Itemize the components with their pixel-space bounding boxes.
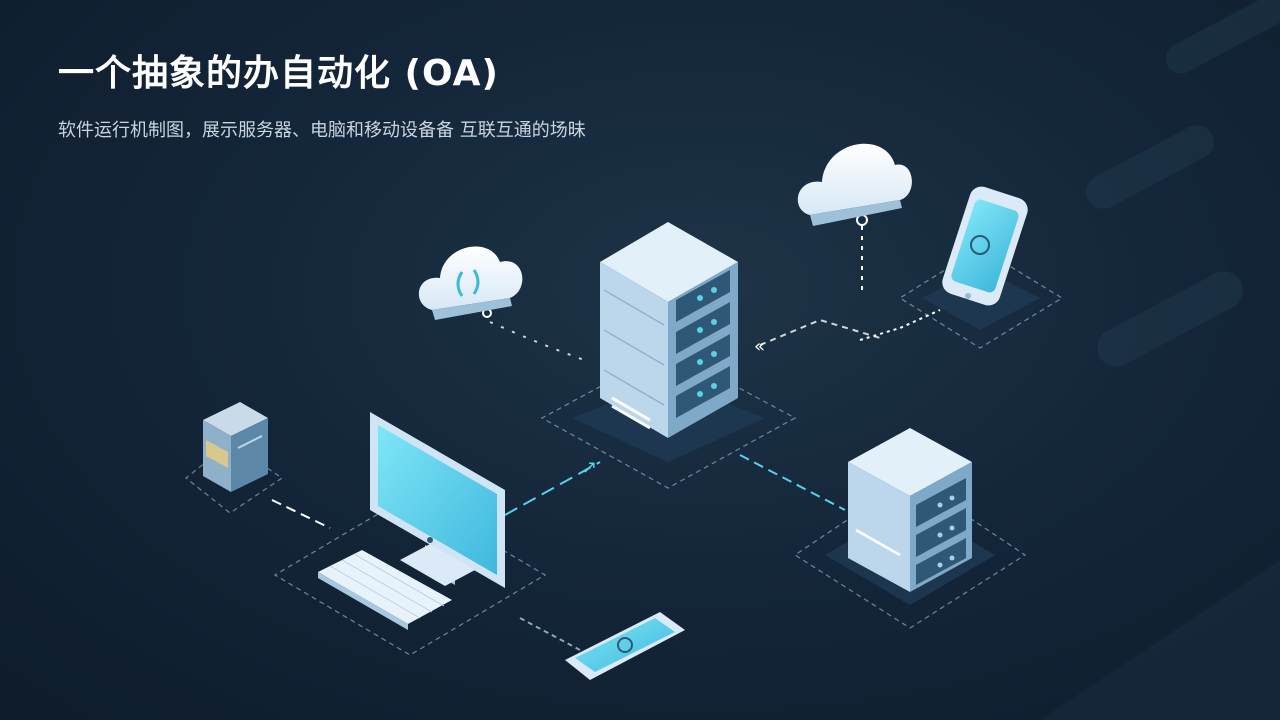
- connections: [271, 226, 941, 651]
- desktop-monitor-icon: [370, 412, 505, 588]
- secondary-server-icon: [848, 428, 972, 592]
- phone-bottom-smartphone-icon: [565, 612, 685, 680]
- cloud-left-cloud-sync-icon: [418, 246, 523, 320]
- platforms: [184, 247, 1064, 656]
- platform-phone: [898, 247, 1064, 349]
- keyboard-icon: [318, 550, 452, 630]
- platform-secondary-server: [793, 477, 1027, 629]
- background-decoration: [1040, 0, 1280, 720]
- storage-box-icon: [203, 402, 268, 492]
- svg-text:«: «: [754, 336, 765, 357]
- page-title: 一个抽象的办自动化 (OA): [58, 53, 499, 94]
- platform-main-server: [540, 349, 797, 489]
- platform-storage: [184, 442, 284, 514]
- phone-top-right-smartphone-icon: [942, 186, 1028, 306]
- platform-desktop: [273, 494, 547, 656]
- cloud-top-cloud-icon: [797, 143, 912, 226]
- main-server-rack-icon: [600, 222, 738, 438]
- page-subtitle: 软件运行机制图，展示服务器、电脑和移动设备备 互联互通的场昧: [58, 120, 586, 141]
- svg-text:↗: ↗: [582, 457, 597, 478]
